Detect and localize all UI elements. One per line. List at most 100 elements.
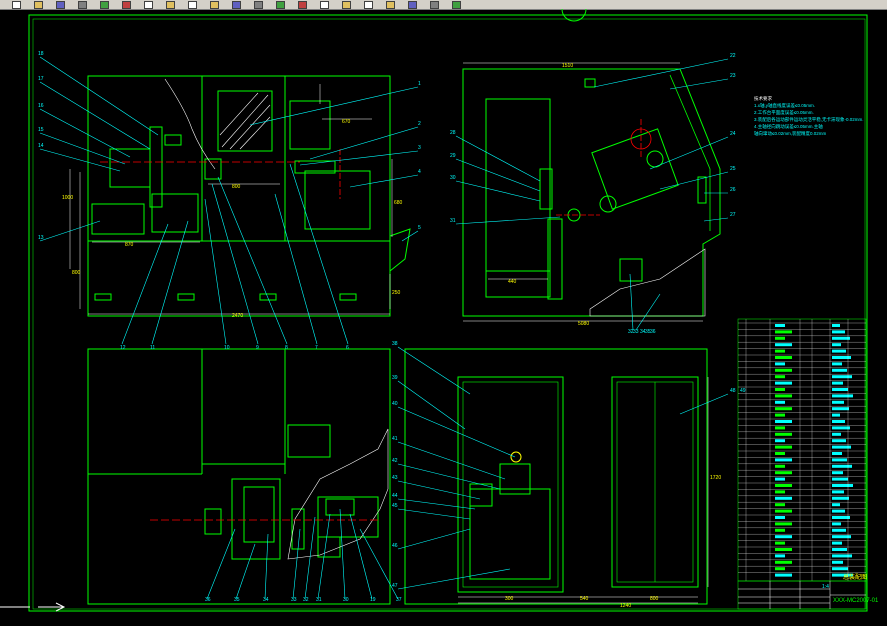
callout-number: 36 xyxy=(205,597,211,603)
parts-list-material xyxy=(832,375,852,379)
dim-right-h: 1720 xyxy=(710,475,721,481)
parts-list-material xyxy=(832,343,841,347)
zoom-icon[interactable] xyxy=(276,1,285,9)
callout-number: 35 xyxy=(234,597,240,603)
callout-number: 27 xyxy=(730,212,736,218)
parts-list-entry xyxy=(775,554,785,558)
callout-number: 34 xyxy=(640,329,646,335)
cut-icon[interactable] xyxy=(122,1,131,9)
parts-list-material xyxy=(832,541,842,545)
parts-list-entry xyxy=(775,490,785,494)
callout-number: 39 xyxy=(392,375,398,381)
parts-list-material xyxy=(832,573,853,577)
open-icon[interactable] xyxy=(34,1,43,9)
parts-list-material xyxy=(832,388,848,391)
parts-list-material xyxy=(832,554,852,558)
parts-list-entry xyxy=(775,413,785,417)
callout-number: 41 xyxy=(392,436,398,442)
callout-number: 40 xyxy=(392,401,398,407)
callout-number: 31 xyxy=(450,218,456,224)
pan-icon[interactable] xyxy=(254,1,263,9)
ucs-icon xyxy=(0,602,66,612)
parts-list-entry xyxy=(775,522,792,526)
parts-list-entry xyxy=(775,560,792,564)
parts-list-entry xyxy=(775,445,792,449)
design-center-icon[interactable] xyxy=(364,1,373,9)
side-dim-text: 1510 5080 440 xyxy=(508,63,589,327)
properties-icon[interactable] xyxy=(342,1,351,9)
parts-list-entry xyxy=(775,432,792,436)
dim-front-h1: 1000 xyxy=(62,195,73,201)
callout-number: 10 xyxy=(224,345,230,351)
callout-number: 24 xyxy=(730,131,736,137)
callout-number: 45 xyxy=(392,503,398,509)
parts-list-material xyxy=(832,445,851,449)
cabinet-dimensions xyxy=(458,377,709,604)
parts-list-entry xyxy=(775,426,785,430)
parts-list-entry xyxy=(775,324,785,327)
title-block xyxy=(737,580,867,610)
callout-number: 3 xyxy=(418,145,421,151)
print-icon[interactable] xyxy=(78,1,87,9)
callout-number: 7 xyxy=(315,345,318,351)
notes-line-3: 3.装配后各运动部件运动灵活平稳,无卡滞现象-0.02mm. xyxy=(754,117,864,122)
sheet-set-icon[interactable] xyxy=(408,1,417,9)
paste-icon[interactable] xyxy=(166,1,175,9)
callout-number: 35 xyxy=(645,329,651,335)
tool-palette-icon[interactable] xyxy=(386,1,395,9)
side-view xyxy=(462,9,721,317)
dim-front-mid: 800 xyxy=(232,184,241,190)
parts-list-material xyxy=(832,330,845,334)
callout-number: 47 xyxy=(392,583,398,589)
notes-heading: 技术要求 xyxy=(754,96,772,101)
parts-list-entry xyxy=(775,388,785,391)
dim-front-h2: 800 xyxy=(72,270,81,276)
parts-list-entry xyxy=(775,509,792,513)
zoom-window-icon[interactable] xyxy=(298,1,307,9)
parts-list-material xyxy=(832,496,849,500)
callout-number: 18 xyxy=(38,51,44,57)
markup-icon[interactable] xyxy=(430,1,439,9)
callout-number: 23 xyxy=(730,73,736,79)
calc-icon[interactable] xyxy=(452,1,461,9)
drawing-border-outer xyxy=(28,14,868,612)
save-icon[interactable] xyxy=(56,1,65,9)
parts-list-entry xyxy=(775,362,785,366)
parts-list-entry xyxy=(775,349,785,353)
undo-icon[interactable] xyxy=(210,1,219,9)
callout-number: 15 xyxy=(38,127,44,133)
redo-icon[interactable] xyxy=(232,1,241,9)
cabinet-leaders xyxy=(397,346,729,590)
drawing-canvas[interactable]: 2470 870 800 670 1000 800 680 250 xyxy=(0,9,887,626)
copy-icon[interactable] xyxy=(144,1,153,9)
callout-number: 44 xyxy=(392,493,398,499)
callout-number: 2 xyxy=(418,121,421,127)
callout-number: 25 xyxy=(730,166,736,172)
parts-list-material xyxy=(832,420,845,423)
new-icon[interactable] xyxy=(12,1,21,9)
callout-number: 5 xyxy=(418,225,421,231)
parts-list-material xyxy=(832,349,846,353)
parts-list-entry xyxy=(775,356,792,359)
parts-list-material xyxy=(832,400,844,404)
parts-list-material xyxy=(832,368,847,372)
parts-list-material xyxy=(832,522,841,526)
callout-number: 4 xyxy=(418,169,421,175)
plan-leaders xyxy=(206,508,399,600)
notes-line-1: 1.x轴,y轴直线度误差≤0.05mm. xyxy=(754,103,815,108)
parts-list-material xyxy=(832,477,848,481)
callout-number: 31 xyxy=(316,597,322,603)
preview-icon[interactable] xyxy=(100,1,109,9)
title-block-part-no: XXX-MC2007-01 xyxy=(833,598,879,604)
parts-list-material xyxy=(832,336,850,340)
callout-number: 32 xyxy=(303,597,309,603)
callout-number: 29 xyxy=(450,153,456,159)
callout-number: 17 xyxy=(38,76,44,82)
zoom-previous-icon[interactable] xyxy=(320,1,329,9)
match-icon[interactable] xyxy=(188,1,197,9)
cabinet-dim-text: 300 540 800 1240 1720 xyxy=(505,475,721,609)
parts-list-entry xyxy=(775,330,792,334)
dim-front-top: 670 xyxy=(342,119,351,125)
parts-list-material xyxy=(832,509,845,513)
